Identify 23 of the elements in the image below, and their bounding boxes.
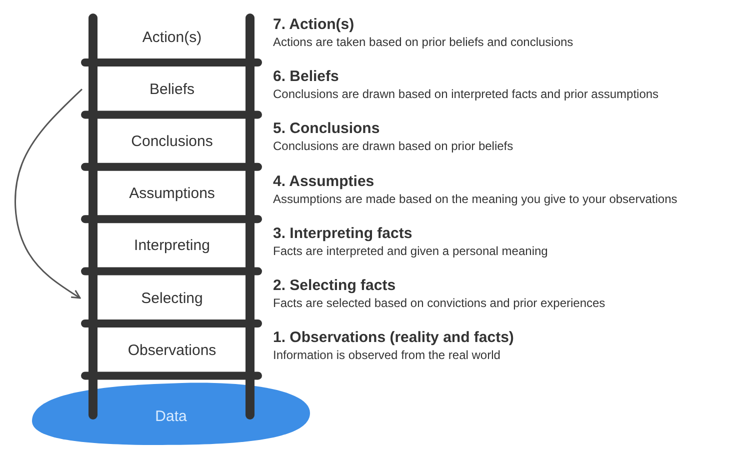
step-description: Information is observed from the real world bbox=[273, 347, 502, 364]
step-description: Facts are selected based on convictions and prior experiences bbox=[273, 295, 606, 311]
rung-label: Interpreting bbox=[134, 237, 210, 254]
rung-label: Beliefs bbox=[149, 80, 195, 98]
step-heading: 4. Assumpties bbox=[273, 172, 376, 191]
rung-label: Selecting bbox=[141, 290, 203, 306]
rung-label: Conclusions bbox=[131, 132, 213, 150]
step-heading: 5. Conclusions bbox=[273, 119, 381, 138]
step-heading: 3. Interpreting facts bbox=[273, 224, 414, 243]
step-heading: 1. Observations (reality and facts) bbox=[273, 328, 514, 348]
step-description: Assumptions are made based on the meaning you give to your observations bbox=[273, 190, 678, 207]
step-heading: 7. Action(s) bbox=[273, 15, 356, 34]
data-label: Data bbox=[155, 408, 187, 424]
step-description: Actions are taken based on prior beliefs and conclusions bbox=[273, 34, 574, 50]
step-heading: 6. Beliefs bbox=[273, 67, 340, 86]
step-description: Facts are interpreted and given a personal meaning bbox=[273, 242, 548, 259]
step-description: Conclusions are drawn based on interpreted facts and prior assumptions bbox=[273, 86, 659, 102]
curved-arrow bbox=[14, 88, 83, 299]
rung-label: Observations bbox=[128, 342, 216, 359]
rung-label: Action(s) bbox=[142, 28, 202, 46]
step-description: Conclusions are drawn based on prior beliefs bbox=[273, 138, 514, 154]
rung-label: Assumptions bbox=[129, 185, 215, 202]
step-heading: 2. Selecting facts bbox=[273, 276, 397, 295]
